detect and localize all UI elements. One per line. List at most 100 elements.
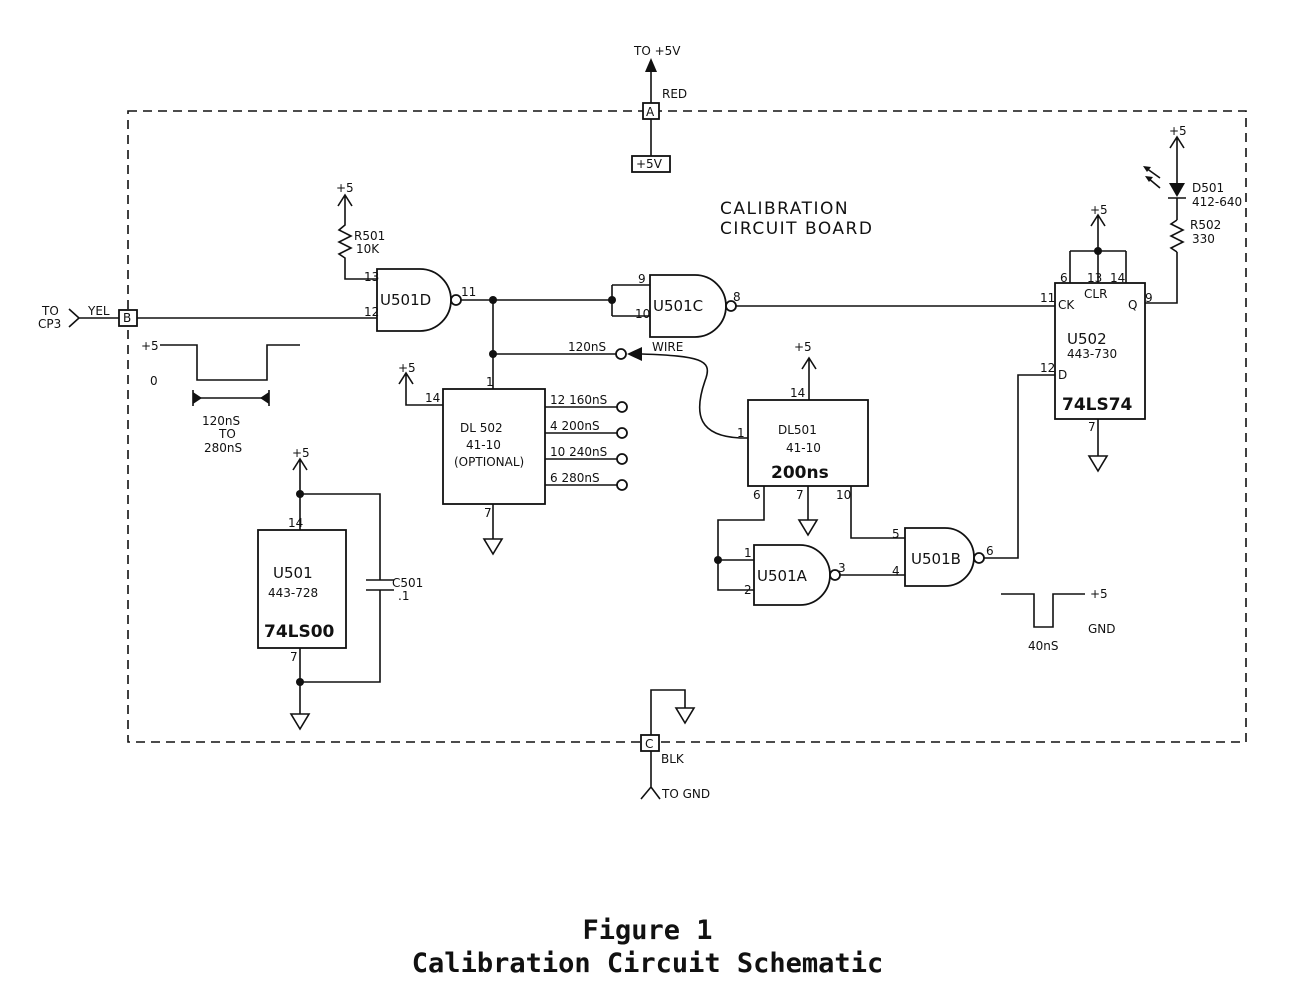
svg-text:R501: R501 [354,229,385,243]
svg-text:6: 6 [1060,271,1068,285]
svg-text:2: 2 [744,583,752,597]
svg-text:U501C: U501C [653,297,703,315]
svg-text:74LS74: 74LS74 [1062,395,1133,415]
svg-text:R502: R502 [1190,218,1221,232]
svg-text:200ns: 200ns [771,463,829,483]
jumper-wire: 120nS WIRE [568,340,748,439]
svg-text:9: 9 [638,272,646,286]
svg-text:11: 11 [461,285,476,299]
svg-text:280nS: 280nS [204,441,242,455]
svg-text:0: 0 [150,374,158,388]
input-waveform: +5 0 120nS TO 280nS [141,339,300,455]
svg-text:6: 6 [753,488,761,502]
svg-text:10: 10 [635,307,650,321]
svg-text:10: 10 [836,488,851,502]
svg-text:330: 330 [1192,232,1215,246]
svg-text:GND: GND [1088,622,1116,636]
svg-text:TO: TO [41,304,59,318]
u502-flip-flop: +5 6 13 14 CLR CK 11 Q 9 D 12 U502 443-7… [1040,203,1178,473]
connector-c: C BLK TO GND [640,689,710,801]
svg-text:RED: RED [662,87,687,101]
connector-b: TO CP3 YEL B [38,304,367,331]
dl502-delay-line: +5 14 1 DL 502 41-10 (OPTIONAL) 12 160nS… [398,361,628,556]
svg-text:YEL: YEL [87,304,110,318]
svg-text:C: C [645,737,653,751]
svg-text:10 240nS: 10 240nS [550,445,607,459]
svg-text:+5: +5 [1090,203,1108,217]
svg-text:3: 3 [838,561,846,575]
svg-text:74LS00: 74LS00 [264,622,335,642]
board-outline [127,110,1247,743]
svg-text:4: 4 [892,564,900,578]
svg-text:8: 8 [733,290,741,304]
svg-text:12 160nS: 12 160nS [550,393,607,407]
gate-u501a: U501A 1 2 3 [744,544,905,606]
gate-u501c: U501C 9 10 8 [608,272,1055,338]
svg-text:1: 1 [486,375,494,389]
dl501-delay-line: +5 14 1 DL501 41-10 200ns 6 7 10 [714,340,905,591]
svg-text:+5: +5 [794,340,812,354]
svg-text:DL 502: DL 502 [460,421,503,435]
svg-text:.1: .1 [398,589,409,603]
svg-text:40nS: 40nS [1028,639,1059,653]
svg-text:7: 7 [290,650,298,664]
svg-text:443-730: 443-730 [1067,347,1117,361]
svg-text:4 200nS: 4 200nS [550,419,600,433]
svg-text:1: 1 [737,426,745,440]
svg-text:DL501: DL501 [778,423,817,437]
svg-text:D: D [1058,368,1067,382]
svg-text:14: 14 [425,391,440,405]
svg-text:+5: +5 [141,339,159,353]
svg-text:+5: +5 [1090,587,1108,601]
svg-text:+5V: +5V [636,157,663,171]
svg-text:14: 14 [790,386,805,400]
svg-text:BLK: BLK [661,752,685,766]
svg-text:+5: +5 [398,361,416,375]
svg-text:D501: D501 [1192,181,1224,195]
svg-text:13: 13 [364,270,379,284]
board-title-line2: CIRCUIT BOARD [720,219,873,239]
svg-text:41-10: 41-10 [786,441,821,455]
svg-text:14: 14 [1110,271,1125,285]
svg-text:U502: U502 [1067,330,1107,348]
svg-text:11: 11 [1040,291,1055,305]
svg-text:CP3: CP3 [38,317,61,331]
svg-text:7: 7 [796,488,804,502]
connector-a: A TO +5V RED +5V [631,44,687,173]
figure-title: Calibration Circuit Schematic [411,948,884,979]
svg-text:12: 12 [1040,361,1055,375]
svg-text:13: 13 [1087,271,1102,285]
output-waveform: +5 GND 40nS [1001,587,1116,653]
figure-number: Figure 1 [582,915,713,946]
u501-package: +5 C501 .1 14 U501 443-728 74LS00 7 [257,446,423,731]
svg-text:+5: +5 [292,446,310,460]
svg-text:U501D: U501D [380,291,431,309]
svg-text:443-728: 443-728 [268,586,318,600]
svg-text:CK: CK [1058,298,1075,312]
svg-text:41-10: 41-10 [466,438,501,452]
svg-text:10K: 10K [356,242,380,256]
svg-text:TO: TO [218,427,236,441]
svg-text:120nS: 120nS [202,414,240,428]
svg-text:14: 14 [288,516,303,530]
svg-text:CLR: CLR [1084,287,1107,301]
svg-text:TO GND: TO GND [661,787,710,801]
svg-text:(OPTIONAL): (OPTIONAL) [454,455,524,469]
svg-text:120nS: 120nS [568,340,606,354]
svg-text:9: 9 [1145,291,1153,305]
svg-text:5: 5 [892,527,900,541]
svg-text:+5: +5 [1169,124,1187,138]
svg-text:TO +5V: TO +5V [633,44,681,58]
svg-text:+5: +5 [336,181,354,195]
svg-text:7: 7 [1088,420,1096,434]
board-title-line1: CALIBRATION [720,199,849,219]
svg-text:U501: U501 [273,564,313,582]
svg-text:A: A [646,105,655,119]
svg-text:7: 7 [484,506,492,520]
arrow-up-icon [645,58,657,72]
svg-text:1: 1 [744,546,752,560]
svg-text:6: 6 [986,544,994,558]
r501-resistor: +5 R501 10K [336,181,385,280]
svg-text:WIRE: WIRE [652,340,683,354]
